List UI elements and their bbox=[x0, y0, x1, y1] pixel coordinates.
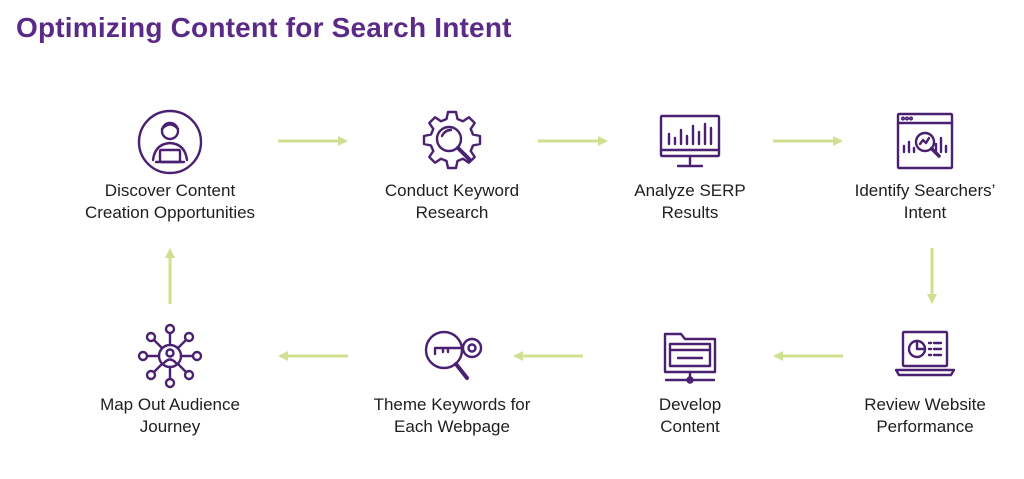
step-audience-journey: Map Out Audience Journey bbox=[60, 322, 280, 438]
step-label: Discover Content Creation Opportunities bbox=[84, 181, 256, 222]
network-person-icon bbox=[137, 323, 203, 389]
browser-analytics-icon bbox=[896, 112, 954, 170]
folder-window-icon bbox=[663, 332, 717, 384]
step-discover-content: Discover Content Creation Opportunities bbox=[60, 108, 280, 224]
step-develop-content: Develop Content bbox=[580, 322, 800, 438]
monitor-bar-chart-icon bbox=[659, 114, 721, 168]
step-label: Analyze SERP Results bbox=[634, 181, 746, 222]
step-analyze-serp: Analyze SERP Results bbox=[580, 108, 800, 224]
step-review-performance: Review Website Performance bbox=[815, 322, 1024, 438]
laptop-pie-chart-icon bbox=[894, 330, 956, 377]
step-label: Develop Content bbox=[658, 395, 722, 436]
step-label: Identify Searchers’ Intent bbox=[854, 181, 996, 222]
page-title: Optimizing Content for Search Intent bbox=[16, 12, 512, 43]
gear-magnifier-icon bbox=[422, 110, 482, 170]
step-theme-keywords: Theme Keywords for Each Webpage bbox=[342, 322, 562, 438]
key-magnifier-icon bbox=[424, 330, 483, 380]
step-identify-intent: Identify Searchers’ Intent bbox=[815, 108, 1024, 224]
step-keyword-research: Conduct Keyword Research bbox=[342, 108, 562, 224]
step-label: Map Out Audience Journey bbox=[100, 395, 240, 436]
step-label: Review Website Performance bbox=[864, 395, 986, 436]
step-label: Theme Keywords for Each Webpage bbox=[373, 395, 531, 436]
person-laptop-icon bbox=[137, 109, 203, 175]
step-label: Conduct Keyword Research bbox=[384, 181, 520, 222]
